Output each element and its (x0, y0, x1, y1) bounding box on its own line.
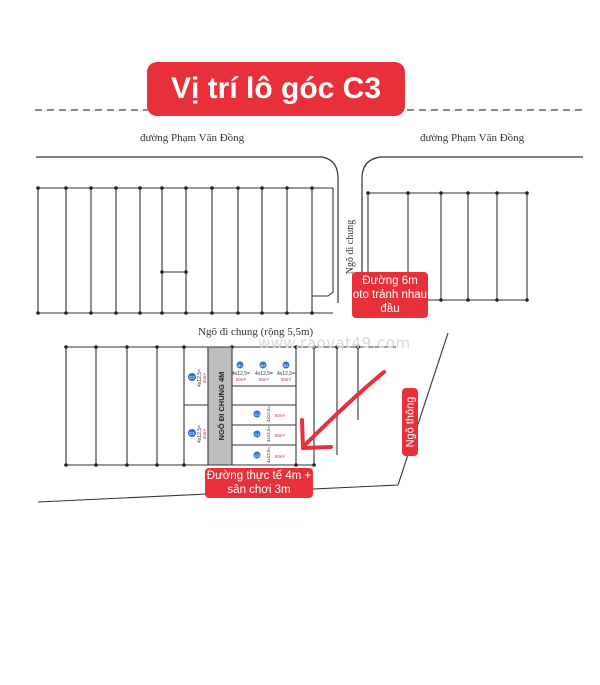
road-6m-tag: Đường 6m oto tránh nhau đầu (352, 272, 428, 318)
road-6m-line1: Đường 6m (362, 275, 418, 287)
actual-road-line2: sân chơi 3m (227, 484, 291, 496)
lot-number: B1 (238, 363, 244, 368)
common-lane-4m (207, 346, 233, 466)
through-lane-label: Ngõ thông (404, 396, 417, 448)
lot-size: 4x12,5= (266, 447, 271, 464)
road-6m-line2: oto tránh nhau (352, 289, 428, 301)
lane-vertical-label: Ngõ đi chung (345, 220, 356, 274)
lot-area: 50m² (202, 372, 207, 383)
lot-area: 50m² (202, 428, 207, 439)
lot-area: 50m² (275, 454, 286, 459)
road-6m-line3: đầu (380, 303, 400, 315)
lot-size: 4x12,5= (255, 371, 273, 377)
road-edge-left (36, 156, 339, 303)
lot-size: 4x12,5= (266, 406, 271, 423)
lot-size: 4x12,5= (266, 426, 271, 443)
lot-area: 50m² (275, 433, 286, 438)
actual-road-line1: Đường thực tế 4m + (206, 470, 312, 482)
lot-number: C4 (254, 432, 260, 437)
lot-size: 4x12,5= (197, 425, 203, 443)
page-title: Vị trí lô góc C3 (147, 62, 405, 116)
lot-size: 4x12,5= (197, 369, 203, 387)
lot-b3[interactable]: B3 4x12,5= 50m² (277, 361, 295, 383)
lot-b1[interactable]: B1 4x12,5= 50m² (232, 361, 250, 383)
road-label-top-left: đường Phạm Văn Đồng (140, 132, 245, 144)
lot-c5[interactable]: C5 4x12,5= 50m² (253, 447, 286, 464)
lot-area: 50m² (281, 377, 292, 382)
block-top-right-corners (366, 191, 529, 302)
actual-road-tag: Đường thực tế 4m + sân chơi 3m (205, 468, 313, 498)
lane-horizontal-label: Ngõ đi chung (rộng 5,5m) (198, 326, 314, 338)
through-lane-tag: Ngõ thông (402, 388, 418, 456)
lot-number: C3 (254, 412, 260, 417)
lot-size: 4x12,5= (277, 371, 295, 377)
lot-number: B2 (261, 363, 267, 368)
block-bottom-corners (64, 345, 360, 467)
lot-c4[interactable]: C4 4x12,5= 50m² (253, 426, 286, 443)
lot-area: 50m² (259, 377, 270, 382)
common-lane-4m-label: NGÕ ĐI CHUNG 4M (217, 372, 226, 441)
road-edge-right (361, 156, 583, 303)
lot-number: C1 (189, 431, 195, 436)
block-top-left (37, 187, 334, 314)
lot-b2[interactable]: B2 4x12,5= 50m² (255, 361, 273, 383)
boundary-lower (37, 332, 449, 503)
red-arrow-icon (300, 370, 386, 450)
block-top-left-corners (36, 186, 314, 315)
lot-area: 50m² (236, 377, 247, 382)
lot-number: C5 (254, 453, 260, 458)
lot-c1[interactable]: C1 4x12,5= 50m² (188, 425, 207, 443)
lot-size: 4x12,5= (232, 371, 250, 377)
lot-c2[interactable]: C2 4x12,5= 50m² (188, 369, 207, 387)
lot-area: 50m² (275, 413, 286, 418)
road-label-top-right: đường Phạm Văn Đồng (420, 132, 525, 144)
lot-c3[interactable]: C3 4x12,5= 50m² (253, 406, 286, 423)
lot-number: C2 (189, 375, 195, 380)
lot-number: B3 (284, 363, 290, 368)
watermark: www.raovat49.com (258, 334, 411, 352)
